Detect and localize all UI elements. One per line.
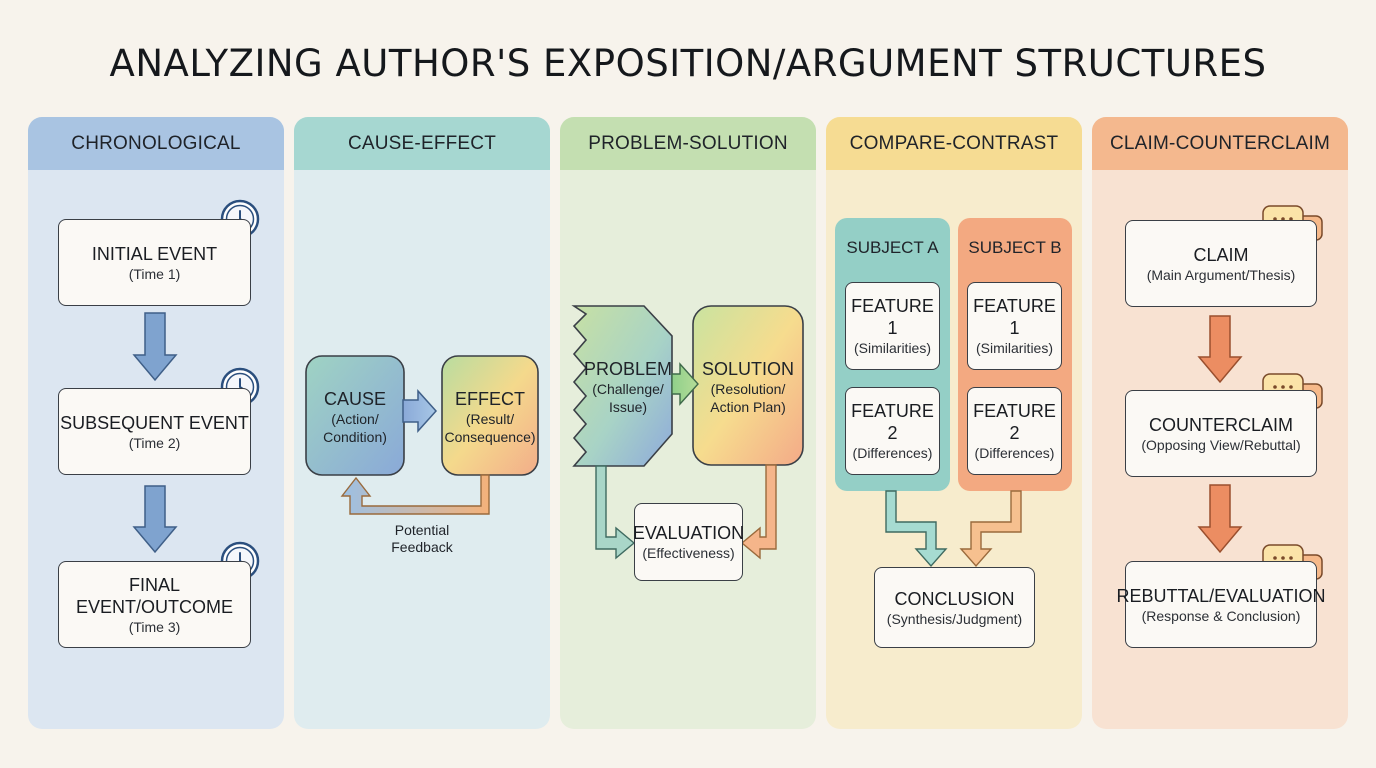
problem-title: PROBLEM — [583, 359, 673, 379]
a-feature1-sub: (Similarities) — [854, 340, 931, 356]
subject-a-feature-2: FEATURE 2 (Differences) — [845, 387, 940, 475]
cause-sub2: Condition) — [323, 429, 387, 445]
subject-b-feature-1: FEATURE 1 (Similarities) — [967, 282, 1062, 370]
claim-box: CLAIM (Main Argument/Thesis) — [1125, 220, 1317, 307]
conclusion-title: CONCLUSION — [894, 588, 1015, 609]
column-header-chronological: CHRONOLOGICAL — [28, 117, 284, 170]
subsequent-event-title: SUBSEQUENT EVENT — [60, 412, 249, 433]
initial-event-title: INITIAL EVENT — [91, 243, 218, 264]
solution-sub1: (Resolution/ — [710, 381, 786, 397]
conclusion-sub: (Synthesis/Judgment) — [886, 610, 1023, 627]
column-header-cause-effect: CAUSE-EFFECT — [294, 117, 550, 170]
rebuttal-title: REBUTTAL/EVALUATION — [1116, 585, 1326, 606]
final-event-title: FINAL EVENT/OUTCOME — [75, 574, 233, 617]
effect-label: EFFECT (Result/ Consequence) — [440, 388, 540, 446]
evaluation-sub: (Effectiveness) — [642, 545, 735, 561]
counterclaim-title: COUNTERCLAIM — [1148, 414, 1293, 435]
evaluation-box: EVALUATION (Effectiveness) — [632, 503, 745, 581]
problem-sub1: (Challenge/ — [592, 381, 664, 397]
column-header-claim-counterclaim: CLAIM-COUNTERCLAIM — [1092, 117, 1348, 170]
a-feature1-title: FEATURE 1 — [851, 296, 934, 338]
subsequent-event-box: SUBSEQUENT EVENT (Time 2) — [58, 388, 251, 475]
subject-a-label: SUBJECT A — [846, 238, 939, 257]
column-header-problem-solution: PROBLEM-SOLUTION — [560, 117, 816, 170]
b-feature2-title: FEATURE 2 — [973, 401, 1056, 443]
b-feature2-sub: (Differences) — [974, 445, 1055, 461]
solution-sub2: Action Plan) — [710, 399, 786, 415]
cause-sub1: (Action/ — [331, 411, 379, 427]
feedback-line1: Potential — [394, 522, 450, 538]
effect-title: EFFECT — [455, 389, 525, 409]
feedback-line2: Feedback — [391, 539, 453, 555]
claim-sub: (Main Argument/Thesis) — [1146, 266, 1296, 283]
problem-label: PROBLEM (Challenge/ Issue) — [582, 358, 674, 416]
effect-sub1: (Result/ — [465, 411, 515, 427]
final-event-box: FINAL EVENT/OUTCOME (Time 3) — [58, 561, 251, 648]
subsequent-event-sub: (Time 2) — [128, 434, 181, 451]
subject-a-feature-1: FEATURE 1 (Similarities) — [845, 282, 940, 370]
counterclaim-box: COUNTERCLAIM (Opposing View/Rebuttal) — [1125, 390, 1317, 477]
a-feature2-sub: (Differences) — [852, 445, 933, 461]
subject-b-label: SUBJECT B — [968, 238, 1062, 257]
a-feature2-title: FEATURE 2 — [851, 401, 934, 443]
solution-title: SOLUTION — [701, 359, 794, 379]
column-problem-solution: PROBLEM-SOLUTION — [560, 117, 816, 729]
claim-title: CLAIM — [1193, 244, 1249, 265]
initial-event-box: INITIAL EVENT (Time 1) — [58, 219, 251, 306]
final-event-sub: (Time 3) — [128, 618, 181, 635]
page-title: ANALYZING AUTHOR'S EXPOSITION/ARGUMENT S… — [109, 42, 1267, 85]
rebuttal-box: REBUTTAL/EVALUATION (Response & Conclusi… — [1116, 561, 1326, 648]
problem-sub2: Issue) — [608, 399, 648, 415]
solution-label: SOLUTION (Resolution/ Action Plan) — [693, 358, 803, 416]
initial-event-sub: (Time 1) — [128, 265, 181, 282]
counterclaim-sub: (Opposing View/Rebuttal) — [1141, 436, 1301, 453]
feedback-label: Potential Feedback — [372, 522, 472, 556]
cause-label: CAUSE (Action/ Condition) — [306, 388, 404, 446]
b-feature1-sub: (Similarities) — [976, 340, 1053, 356]
column-header-compare-contrast: COMPARE-CONTRAST — [826, 117, 1082, 170]
b-feature1-title: FEATURE 1 — [973, 296, 1056, 338]
cause-title: CAUSE — [323, 389, 386, 409]
conclusion-box: CONCLUSION (Synthesis/Judgment) — [874, 567, 1035, 648]
subject-b-feature-2: FEATURE 2 (Differences) — [967, 387, 1062, 475]
rebuttal-sub: (Response & Conclusion) — [1141, 607, 1301, 624]
effect-sub2: Consequence) — [444, 429, 536, 445]
evaluation-title: EVALUATION — [632, 523, 745, 543]
